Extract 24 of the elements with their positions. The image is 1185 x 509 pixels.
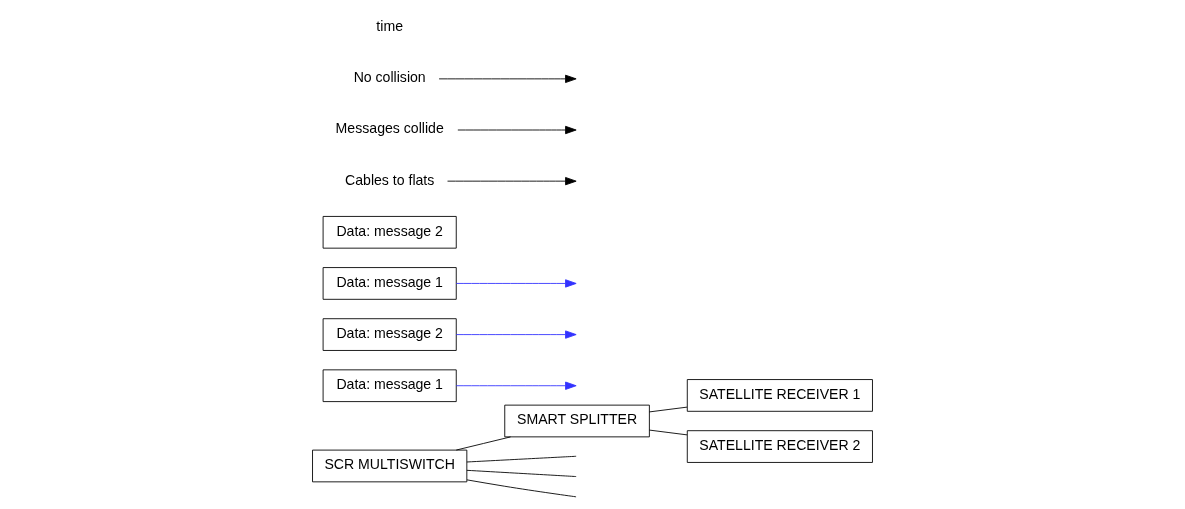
node-box: SCR MULTISWITCH [312,449,468,483]
label: time [376,18,404,35]
arrow [455,279,577,288]
node-text: Messages collide [335,120,444,137]
node-box: Data: message 1 [322,369,457,403]
node-text: Cables to flats [345,171,435,188]
node-box: Data: message 2 [322,216,457,249]
node-box: Data: message 2 [322,318,457,351]
arrow [455,330,577,339]
node-text: No collision [353,69,426,86]
connector [455,436,511,451]
connector [648,406,688,413]
node-box: SATELLITE RECEIVER 2 [686,430,873,463]
arrow [455,381,577,390]
node-box: Data: message 1 [322,267,457,300]
arrow [457,125,577,135]
arrow [447,177,577,186]
node-box: SMART SPLITTER [504,404,650,438]
connector [466,479,577,498]
connector [466,455,577,463]
connector [466,469,577,477]
node-box: SATELLITE RECEIVER 1 [686,379,873,412]
arrow [438,74,577,83]
connector [648,429,688,436]
